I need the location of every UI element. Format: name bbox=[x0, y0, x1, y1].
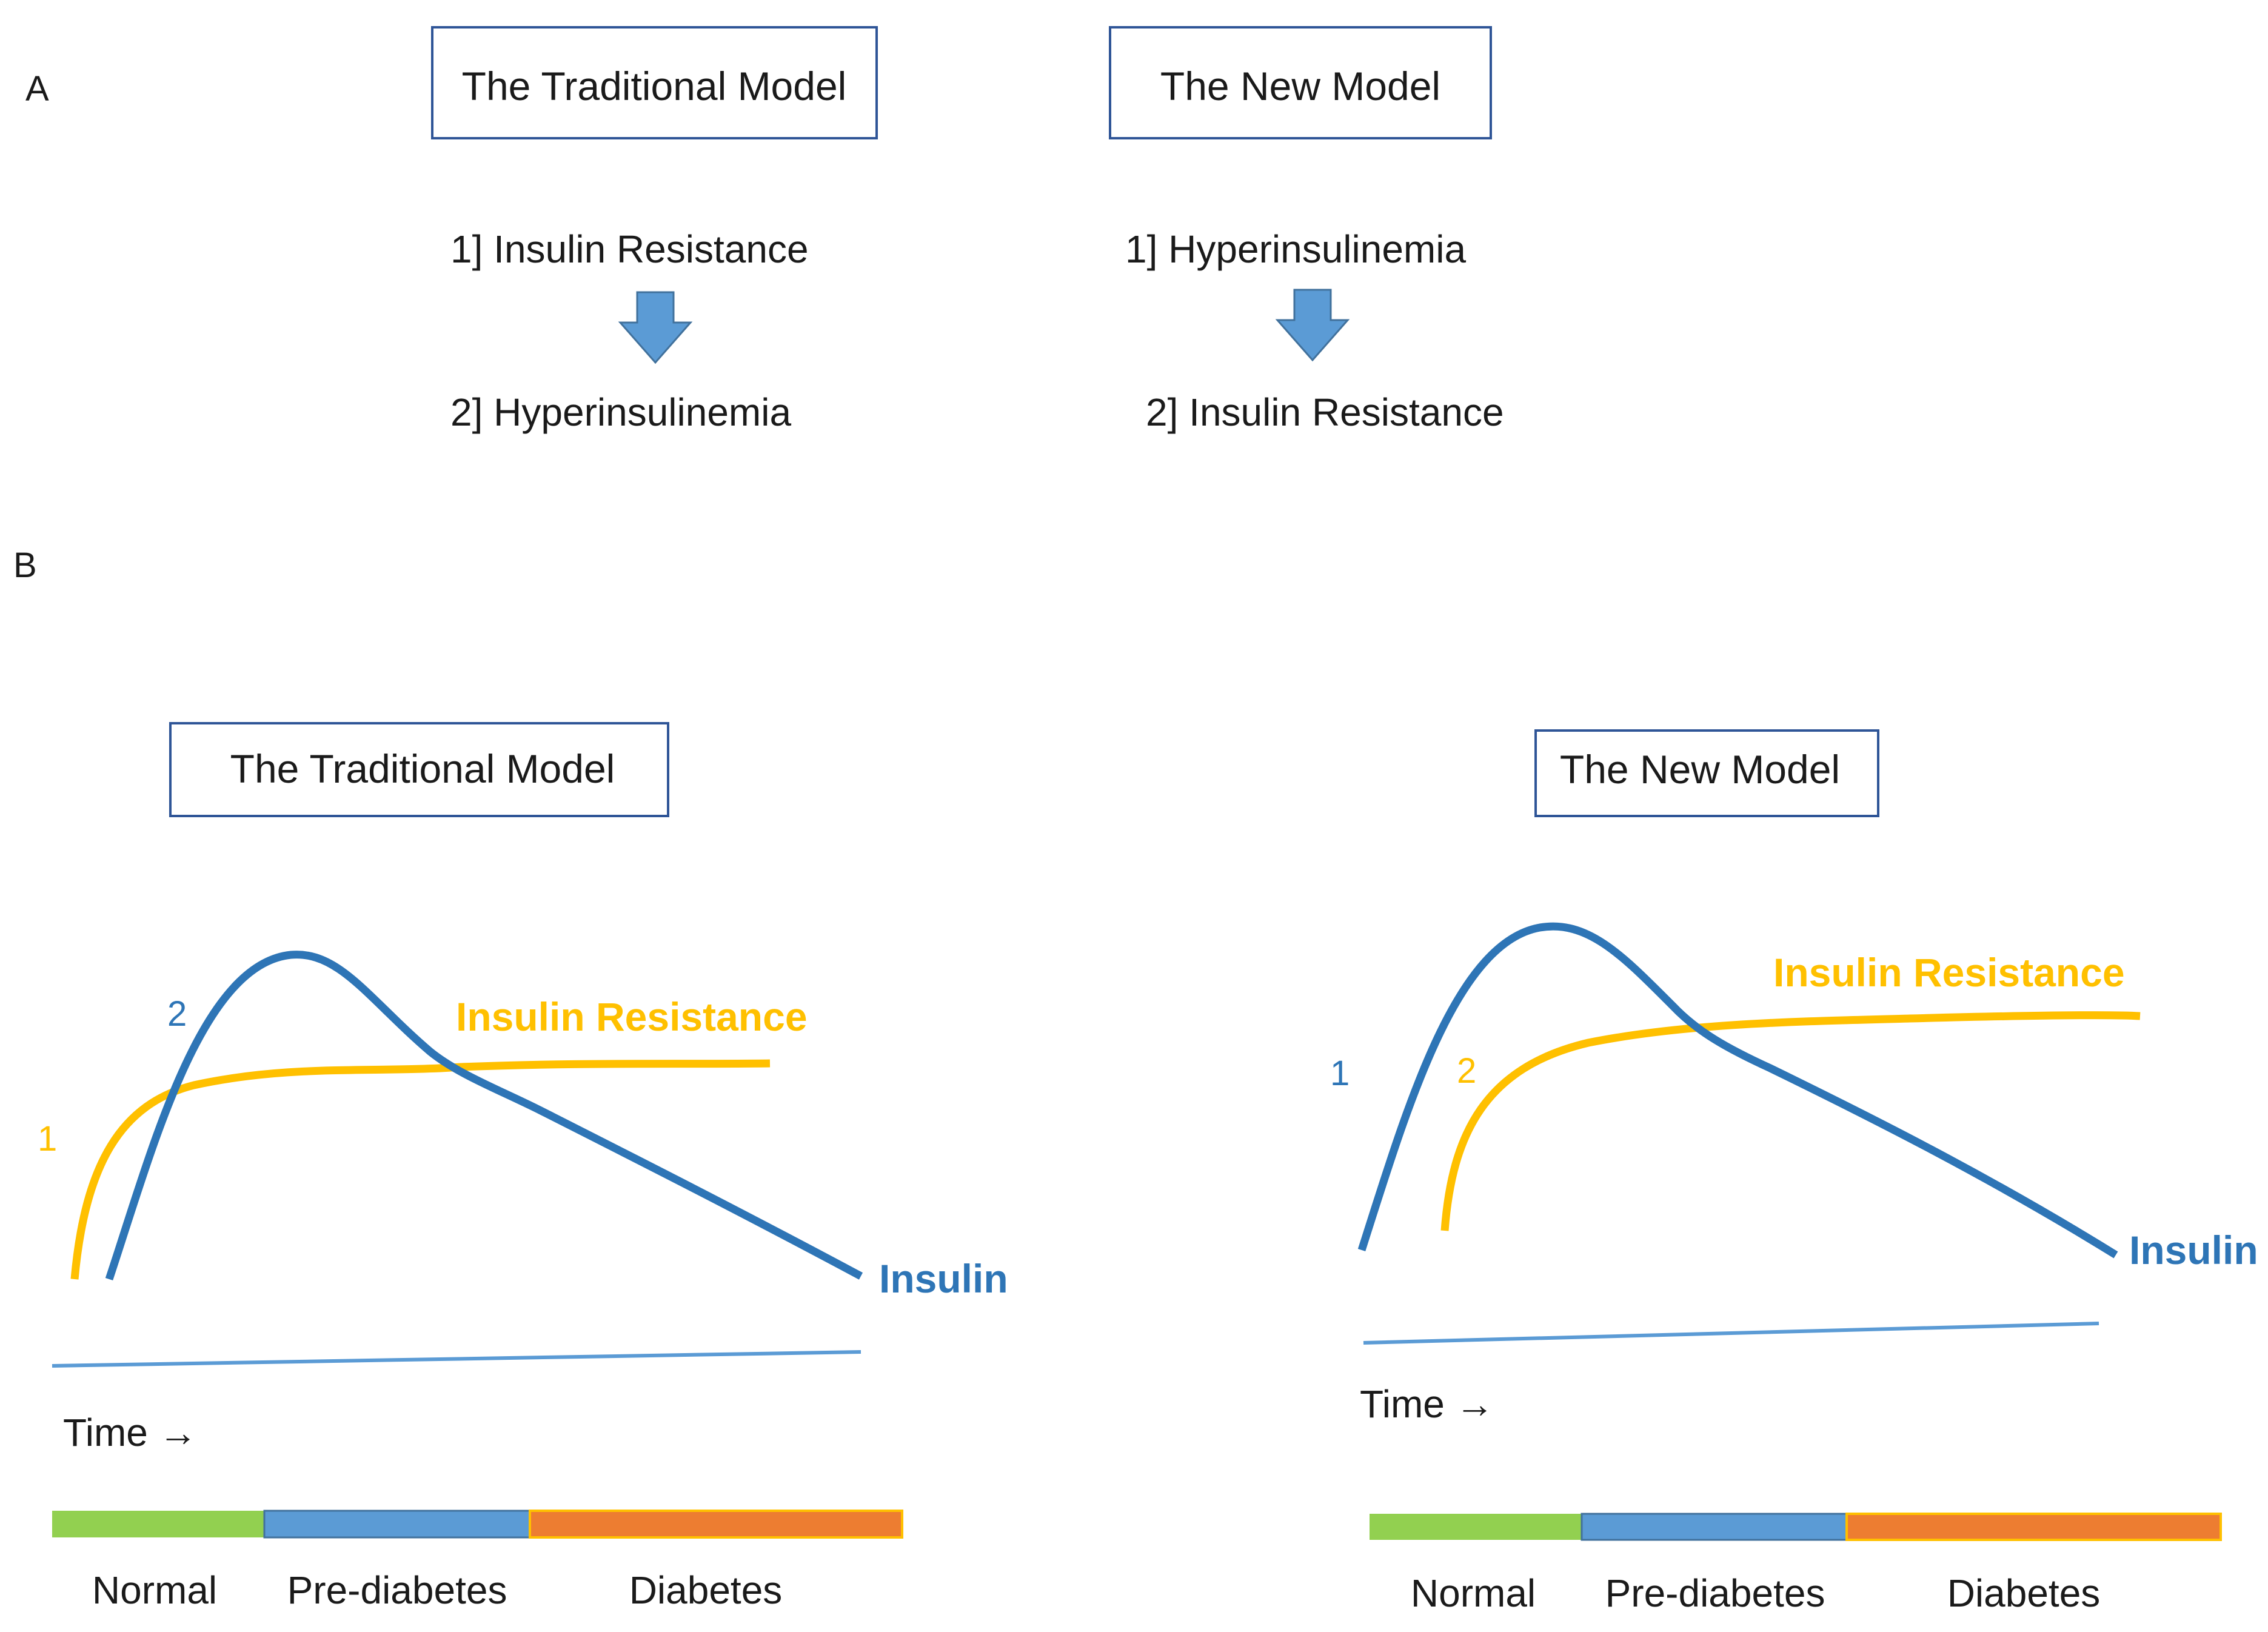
new-insulin-resistance-curve bbox=[1440, 1011, 2141, 1231]
new-time-label: Time → bbox=[1360, 1382, 1494, 1426]
traditional-insulin-order-number: 2 bbox=[167, 994, 187, 1034]
new-insulin-label: Insulin bbox=[2129, 1228, 2258, 1272]
traditional-stage-diabetes-label: Diabetes bbox=[629, 1568, 783, 1612]
panel-a-label: A bbox=[25, 69, 49, 109]
panel-a-new-step1: 1] Hyperinsulinemia bbox=[1125, 227, 1466, 271]
panel-b-label: B bbox=[13, 546, 37, 585]
traditional-insulin-resistance-label: Insulin Resistance bbox=[456, 994, 808, 1039]
traditional-stage-prediabetes-label: Pre-diabetes bbox=[287, 1568, 507, 1612]
traditional-insulin-resistance-curve bbox=[70, 1059, 771, 1280]
new-insulin-resistance-label: Insulin Resistance bbox=[1773, 950, 2125, 995]
traditional-stage-normal-label: Normal bbox=[92, 1568, 217, 1612]
down-arrow-icon bbox=[1275, 289, 1350, 362]
down-arrow-icon bbox=[618, 291, 693, 364]
traditional-insulin-curve bbox=[105, 951, 863, 1281]
new-stage-diabetes-bar bbox=[1845, 1513, 2222, 1541]
new-stage-prediabetes-bar bbox=[1581, 1513, 1848, 1541]
new-resistance-order-number: 2 bbox=[1457, 1051, 1476, 1091]
panel-a-new-step2: 2] Insulin Resistance bbox=[1146, 390, 1504, 434]
new-stage-diabetes-label: Diabetes bbox=[1947, 1571, 2101, 1615]
traditional-stage-diabetes-bar bbox=[529, 1510, 903, 1539]
new-stage-prediabetes-label: Pre-diabetes bbox=[1605, 1571, 1825, 1615]
panel-a-traditional-title: The Traditional Model bbox=[462, 64, 847, 109]
panel-a-traditional-step1: 1] Insulin Resistance bbox=[450, 227, 809, 271]
traditional-time-label: Time → bbox=[63, 1411, 198, 1454]
panel-b-traditional-title: The Traditional Model bbox=[230, 746, 615, 791]
new-time-axis bbox=[1363, 1322, 2099, 1345]
traditional-time-axis bbox=[52, 1350, 861, 1368]
panel-a-new-title: The New Model bbox=[1160, 64, 1440, 109]
panel-a-new-title-box bbox=[1109, 26, 1492, 139]
panel-a-traditional-step2: 2] Hyperinsulinemia bbox=[450, 390, 791, 434]
new-insulin-order-number: 1 bbox=[1330, 1054, 1350, 1093]
traditional-stage-prediabetes-bar bbox=[263, 1510, 531, 1539]
new-stage-normal-bar bbox=[1370, 1514, 1582, 1540]
panel-b-traditional-title-box bbox=[169, 722, 669, 817]
panel-a-traditional-title-box bbox=[431, 26, 878, 139]
new-stage-normal-label: Normal bbox=[1411, 1571, 1536, 1615]
traditional-insulin-label: Insulin bbox=[879, 1256, 1008, 1301]
traditional-resistance-order-number: 1 bbox=[38, 1119, 57, 1159]
panel-b-new-title: The New Model bbox=[1560, 747, 1840, 792]
traditional-stage-normal-bar bbox=[52, 1511, 264, 1537]
new-insulin-curve bbox=[1357, 922, 2118, 1259]
panel-b-new-title-box bbox=[1534, 729, 1879, 817]
